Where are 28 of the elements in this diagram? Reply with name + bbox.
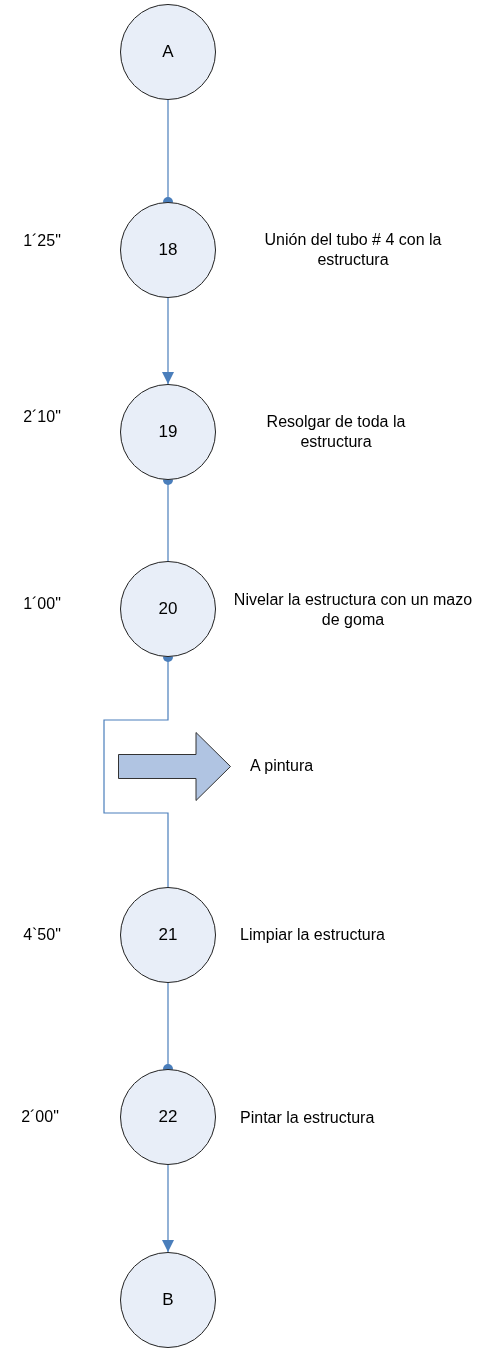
step-description: Unión del tubo # 4 con la estructura: [263, 230, 443, 270]
arrow: [162, 1164, 174, 1253]
step-number: 19: [157, 422, 179, 442]
step-number: 21: [157, 925, 179, 945]
process-circle: [120, 4, 216, 100]
step-number: A: [161, 42, 175, 62]
process-circle: [120, 1252, 216, 1348]
process-circle: [120, 202, 216, 298]
duration-label: 1´00": [22, 594, 62, 614]
process-circle: [120, 561, 216, 657]
duration-label: 4`50": [22, 925, 62, 945]
step-description: Nivelar la estructura con un mazo de goma: [232, 590, 474, 630]
duration-label: 2´00": [20, 1107, 60, 1127]
step-description: A pintura: [250, 756, 315, 776]
step-number: B: [161, 1290, 175, 1310]
duration-label: 2´10": [22, 407, 62, 427]
arrow: [162, 297, 174, 385]
process-circle: [120, 887, 216, 983]
step-number: 20: [157, 599, 179, 619]
step-description: Resolgar de toda la estructura: [265, 412, 407, 452]
step-number: 18: [157, 240, 179, 260]
duration-label: 1´25": [22, 231, 62, 251]
step-description: Pintar la estructura: [240, 1108, 376, 1128]
block-arrow: [118, 732, 231, 801]
step-description: Limpiar la estructura: [240, 925, 386, 945]
step-number: 22: [157, 1107, 179, 1127]
process-circle: [120, 384, 216, 480]
process-circle: [120, 1069, 216, 1165]
